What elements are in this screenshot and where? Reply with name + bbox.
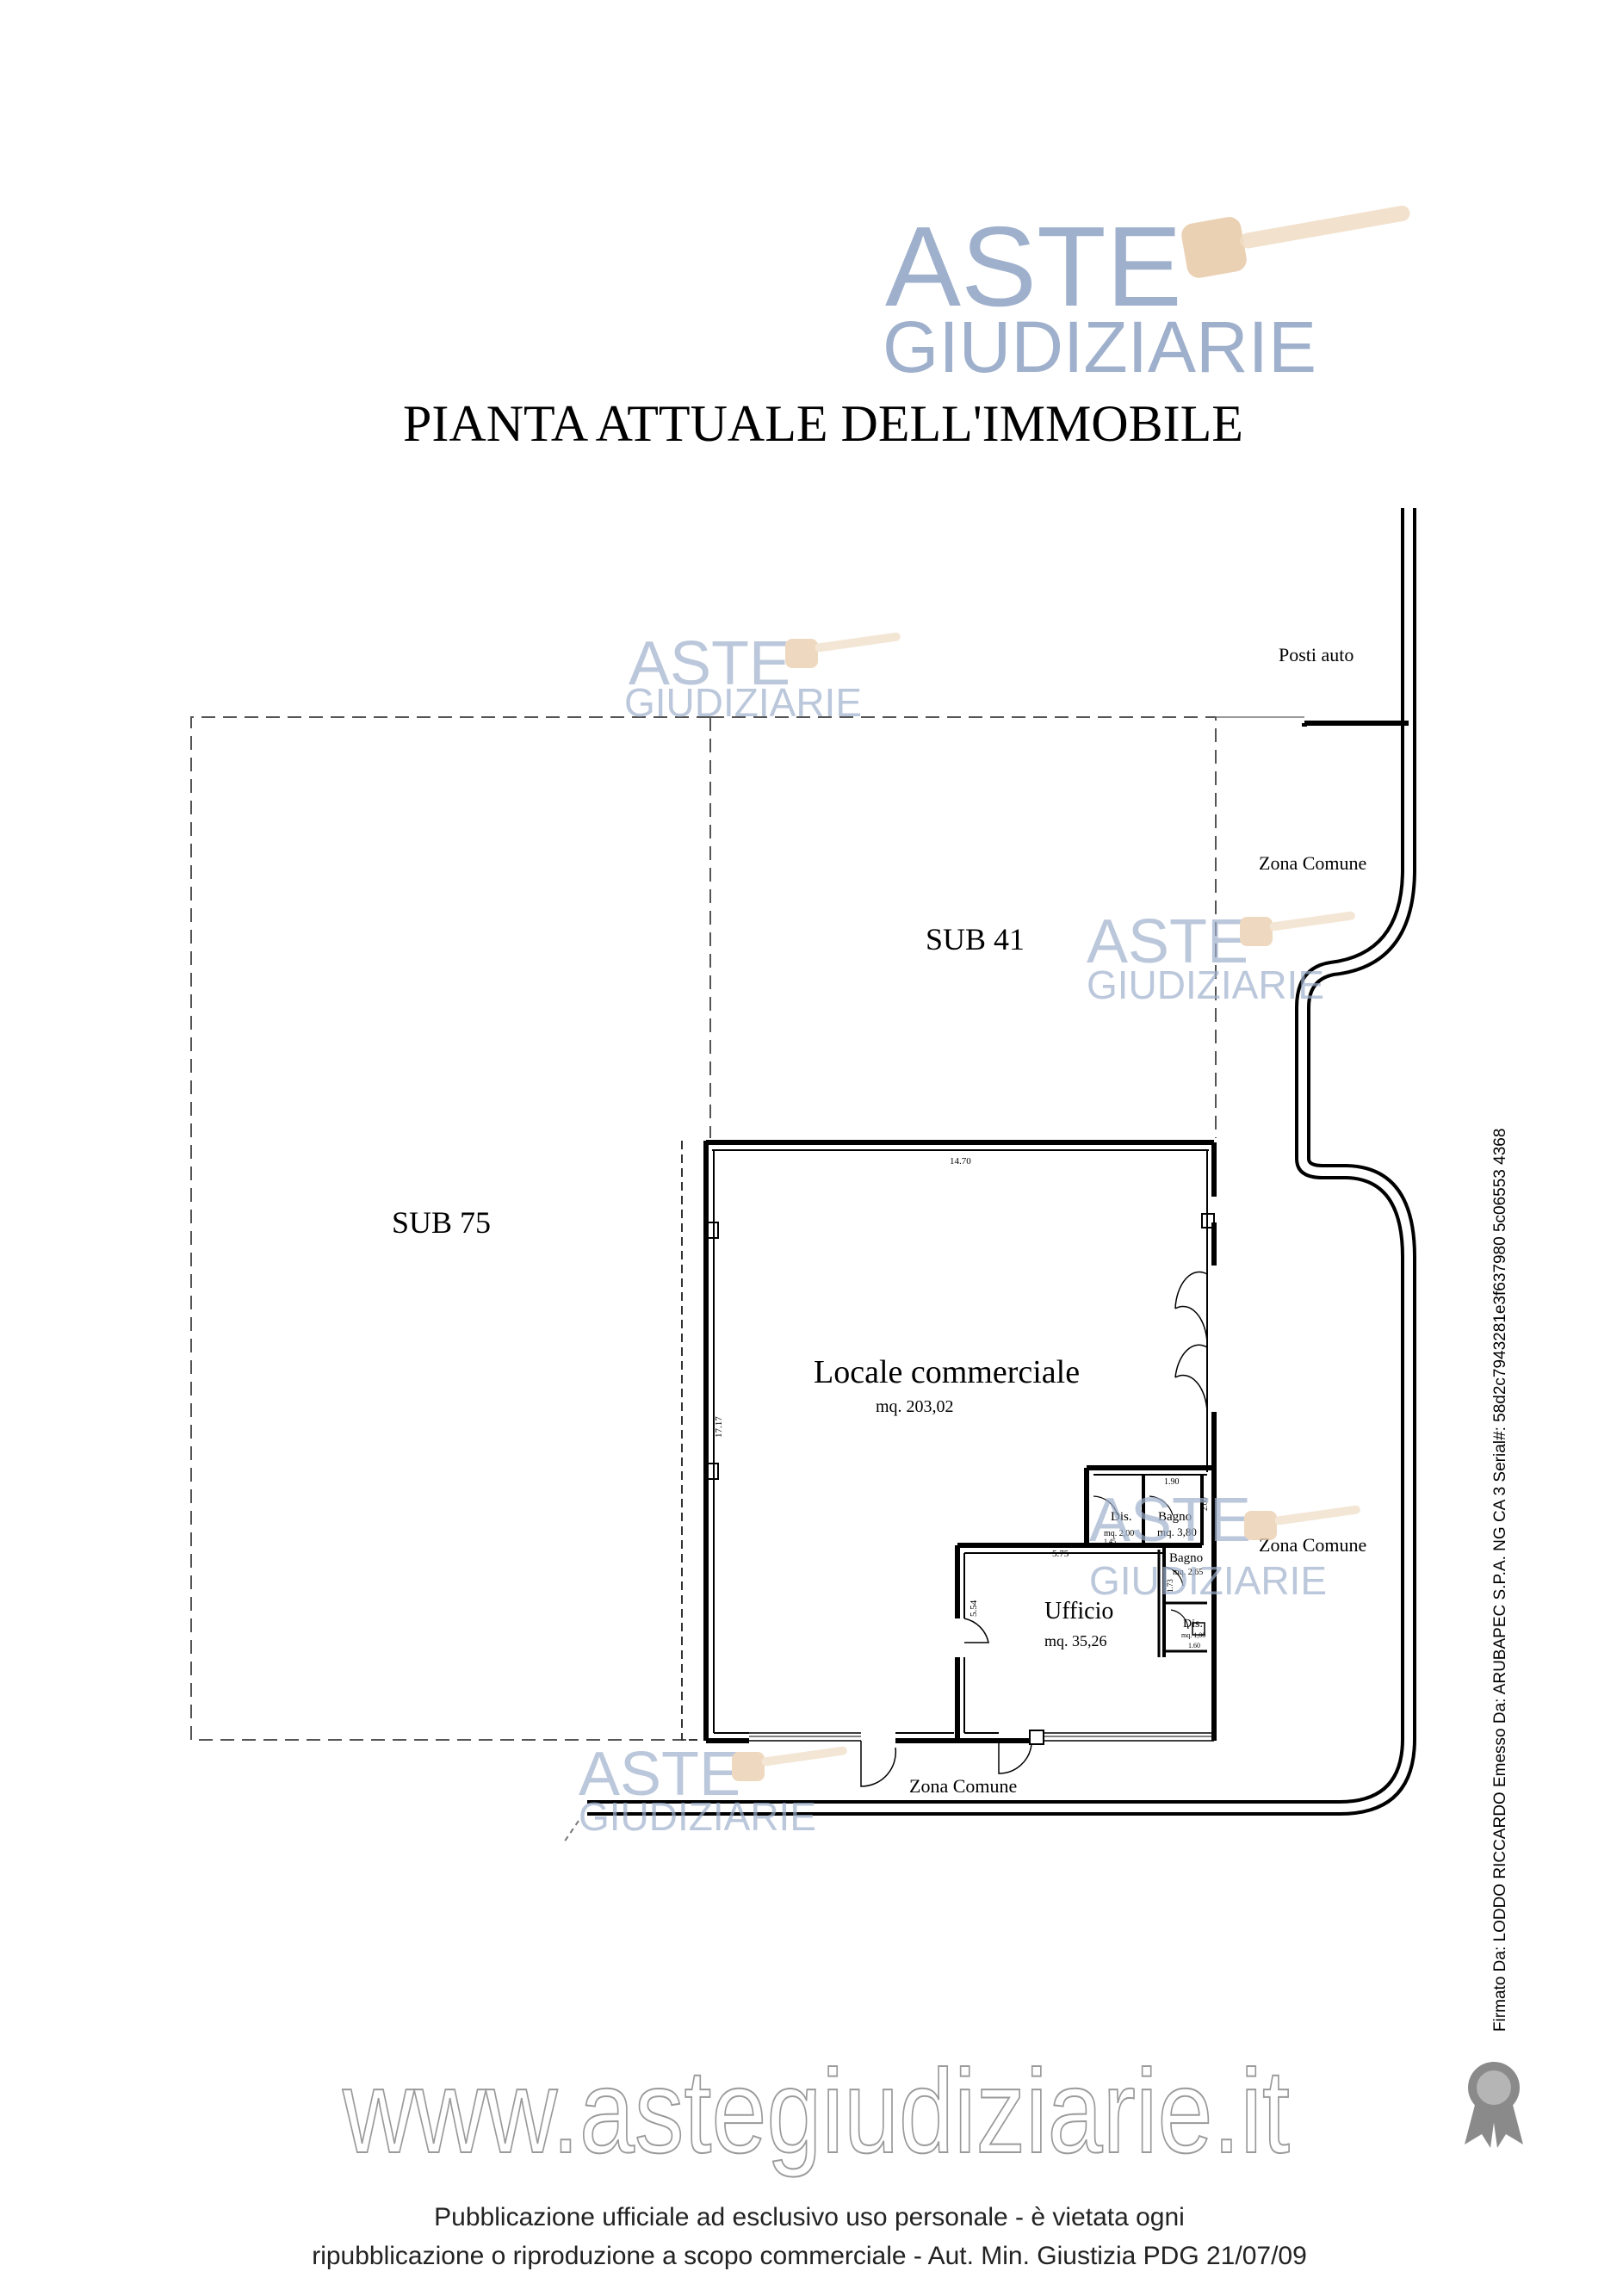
digital-signature-text: Firmato Da: LODDO RICCARDO Emesso Da: AR… xyxy=(1491,1129,1509,2032)
locale-commerciale-walls xyxy=(703,1140,1217,1787)
sub41-label: SUB 41 xyxy=(926,922,1025,956)
dimension-bath-side: 2.00 xyxy=(1200,1497,1209,1511)
gavel-handle xyxy=(1269,911,1355,931)
footer-notice-line-2: ripubblicazione o riproduzione a scopo c… xyxy=(312,2242,1307,2270)
aste-giudiziarie-logo-top: ASTE GIUDIZIARIE xyxy=(883,203,1410,387)
bagno-room-area: mq. 3,80 xyxy=(1157,1526,1197,1538)
unit-dashed-edge xyxy=(681,1138,697,1741)
dis-small-room-name: Dis. xyxy=(1183,1618,1203,1631)
dimension-bagno2-side: 1.73 xyxy=(1166,1579,1174,1593)
watermark-2-word2: GIUDIZIARIE xyxy=(1087,962,1324,1007)
gavel-icon xyxy=(1240,917,1273,946)
ufficio-area: mq. 35,26 xyxy=(1044,1632,1107,1649)
dimension-left: 17.17 xyxy=(714,1416,724,1438)
logo-word-aste: ASTE xyxy=(885,203,1182,330)
dis-small-room-area: mq. 1,00 xyxy=(1181,1631,1205,1639)
watermark-3-word1: ASTE xyxy=(1089,1486,1251,1555)
aste-giudiziarie-watermark-2: ASTE GIUDIZIARIE xyxy=(1087,907,1355,1007)
gavel-icon xyxy=(732,1752,765,1781)
logo-word-giudiziarie: GIUDIZIARIE xyxy=(883,306,1316,387)
ufficio-name: Ufficio xyxy=(1044,1598,1113,1625)
gavel-icon xyxy=(1244,1511,1277,1540)
gavel-icon xyxy=(1181,205,1410,278)
posti-auto-label: Posti auto xyxy=(1279,644,1354,665)
watermark-1-word1: ASTE xyxy=(629,629,790,698)
footer-website-url: www.astegiudiziarie.it xyxy=(342,2045,1290,2178)
dis-room-name: Dis. xyxy=(1111,1510,1132,1524)
locale-commerciale-name: Locale commerciale xyxy=(814,1354,1080,1390)
sub75-label: SUB 75 xyxy=(392,1205,491,1240)
aste-giudiziarie-watermark-3: ASTE GIUDIZIARIE xyxy=(1089,1486,1360,1603)
corner-mark xyxy=(563,1820,579,1843)
watermark-4-word2: GIUDIZIARIE xyxy=(579,1794,816,1839)
aste-giudiziarie-watermark-4: ASTE GIUDIZIARIE xyxy=(579,1740,847,1839)
aste-giudiziarie-watermark-1: ASTE GIUDIZIARIE xyxy=(624,629,901,725)
watermark-1-word2: GIUDIZIARIE xyxy=(624,680,862,725)
zona-comune-label-bottom: Zona Comune xyxy=(909,1775,1017,1797)
bathroom-block-walls xyxy=(1084,1465,1214,1657)
gavel-icon xyxy=(785,639,818,668)
dimension-bath-top: 1.90 xyxy=(1164,1477,1180,1487)
bagno-room-name: Bagno xyxy=(1158,1510,1192,1524)
zona-comune-label-top: Zona Comune xyxy=(1259,852,1366,874)
dis-room-area: mq. 2,00 xyxy=(1104,1529,1134,1538)
seal-icon xyxy=(1465,2062,1523,2148)
zona-comune-label-right: Zona Comune xyxy=(1259,1534,1366,1556)
dimension-ufficio-top: 5.75 xyxy=(1052,1549,1069,1559)
watermark-3-word2: GIUDIZIARIE xyxy=(1089,1558,1327,1603)
sub75-boundary xyxy=(190,716,710,1741)
footer-notice-line-1: Pubblicazione ufficiale ad esclusivo uso… xyxy=(434,2203,1185,2231)
gavel-handle xyxy=(761,1746,847,1767)
ufficio-walls xyxy=(955,1476,1217,1774)
dimension-ufficio-left: 5.54 xyxy=(969,1600,979,1617)
dimension-dis2-bottom: 1.60 xyxy=(1188,1642,1200,1649)
page-title: PIANTA ATTUALE DELL'IMMOBILE xyxy=(403,395,1243,452)
gavel-handle xyxy=(1274,1505,1360,1526)
outer-perimeter-wall xyxy=(587,508,1416,1816)
gavel-handle xyxy=(815,632,901,653)
dimension-dis-bottom: 1.45 xyxy=(1104,1538,1116,1545)
watermark-2-word1: ASTE xyxy=(1087,907,1248,976)
dimension-top: 14.70 xyxy=(950,1156,971,1167)
bagno-small-room-area: mq. 2,65 xyxy=(1173,1568,1203,1577)
watermark-4-word1: ASTE xyxy=(579,1740,740,1809)
locale-commerciale-area: mq. 203,02 xyxy=(876,1397,954,1416)
bagno-small-room-name: Bagno xyxy=(1169,1551,1203,1565)
